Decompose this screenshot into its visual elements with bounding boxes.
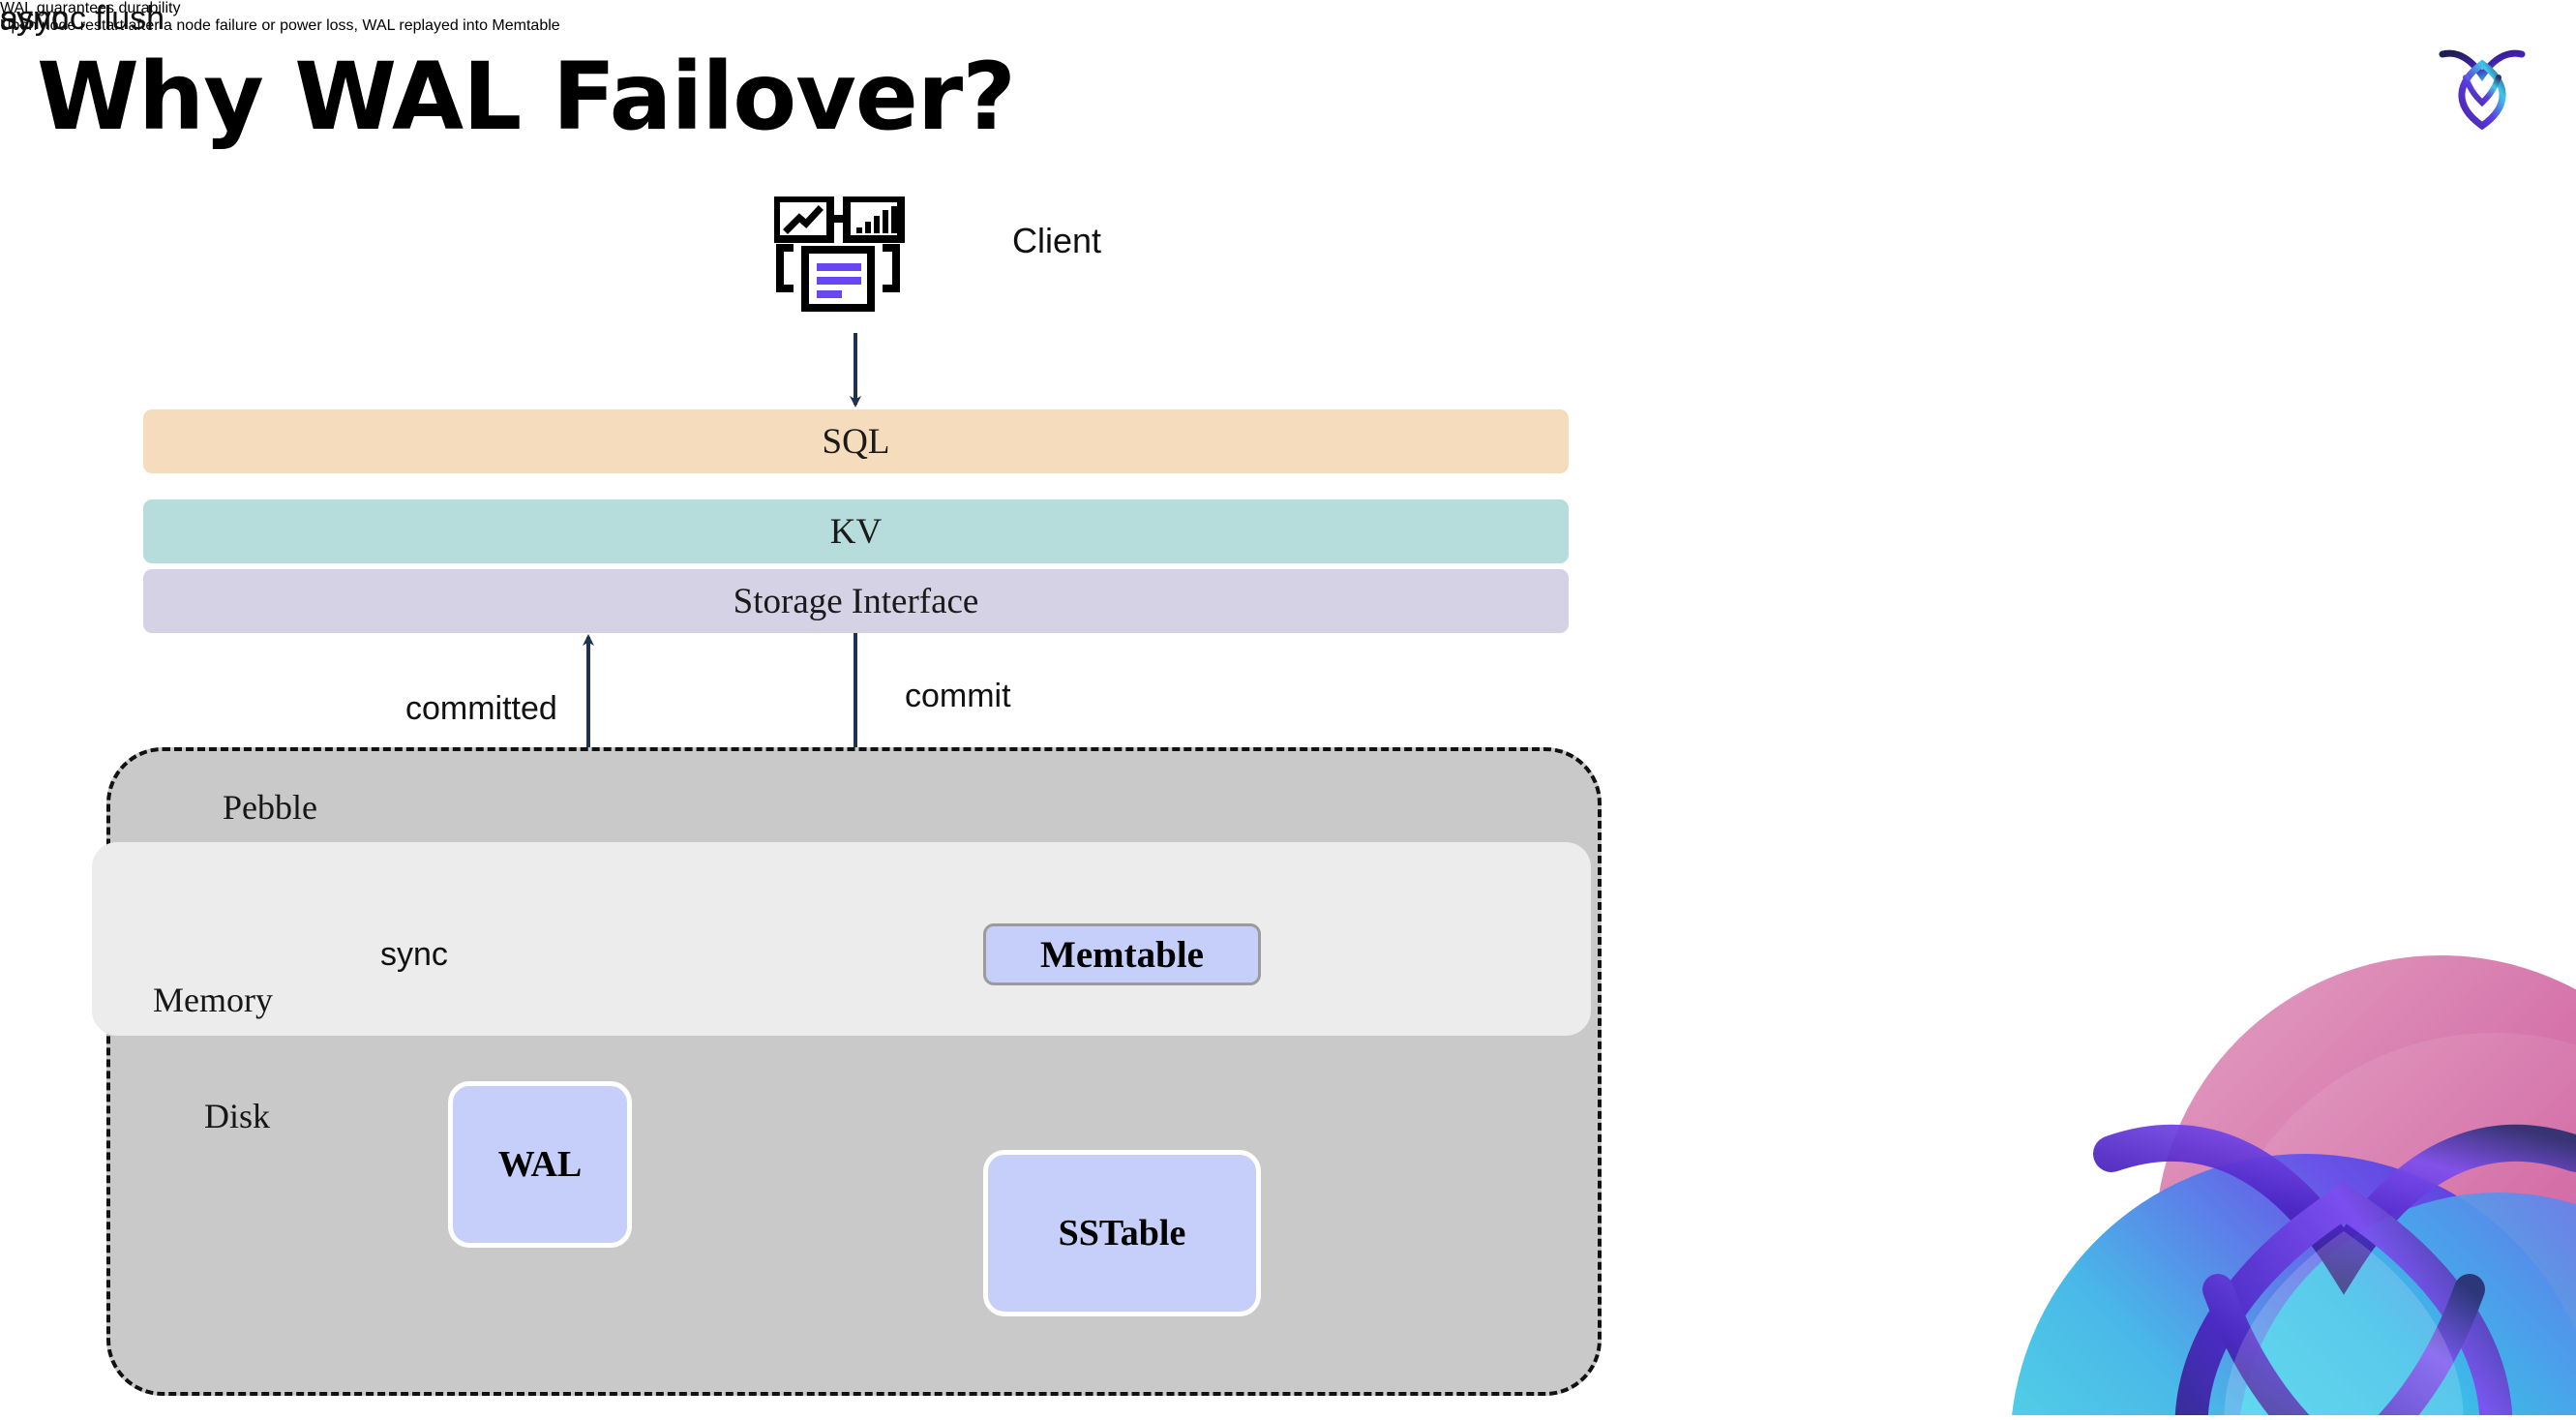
layer-bar-sql-label: SQL — [822, 421, 890, 462]
list-item: Upon node restart after a node failure o… — [0, 17, 2576, 35]
node-sstable-label: SSTable — [1058, 1213, 1186, 1254]
edge-label-committed: committed — [405, 690, 557, 727]
overlapping-circles-decoration — [1918, 912, 2576, 1415]
layer-bar-storage-interface-label: Storage Interface — [733, 581, 979, 621]
node-sstable: SSTable — [983, 1150, 1261, 1316]
layer-bar-sql: SQL — [143, 409, 1569, 473]
node-wal: WAL — [448, 1081, 632, 1248]
edge-label-commit: commit — [905, 678, 1011, 714]
cockroachdb-logo-icon — [2425, 25, 2539, 139]
layer-bar-storage-interface: Storage Interface — [143, 569, 1569, 633]
edge-label-sync-left: sync — [380, 936, 448, 973]
client-label: Client — [1012, 221, 1102, 260]
bullet-text: WAL guarantees durability — [0, 0, 181, 16]
edge-label-async-flush: async flush — [0, 0, 165, 37]
list-item: WAL guarantees durability — [0, 0, 2576, 17]
memory-zone-label: Memory — [153, 981, 273, 1019]
bullet-text: Upon node restart after a node failure o… — [0, 17, 560, 34]
node-memtable-label: Memtable — [1040, 933, 1204, 976]
client-dashboard-icon — [772, 195, 929, 332]
node-memtable: Memtable — [983, 923, 1261, 985]
edge-label-sync-right: sync — [0, 0, 68, 37]
node-wal-label: WAL — [497, 1144, 583, 1185]
wal-architecture-diagram: Pebble Memory Disk Client — [0, 0, 1602, 1396]
layer-bar-kv: KV — [143, 499, 1569, 563]
page-title: Why WAL Failover? — [37, 43, 1016, 151]
memory-zone — [92, 842, 1591, 1036]
pebble-label: Pebble — [223, 788, 317, 827]
layer-bar-kv-label: KV — [829, 511, 883, 552]
bullet-list: WAL guarantees durability Upon node rest… — [0, 0, 2576, 35]
disk-zone-label: Disk — [204, 1097, 271, 1135]
